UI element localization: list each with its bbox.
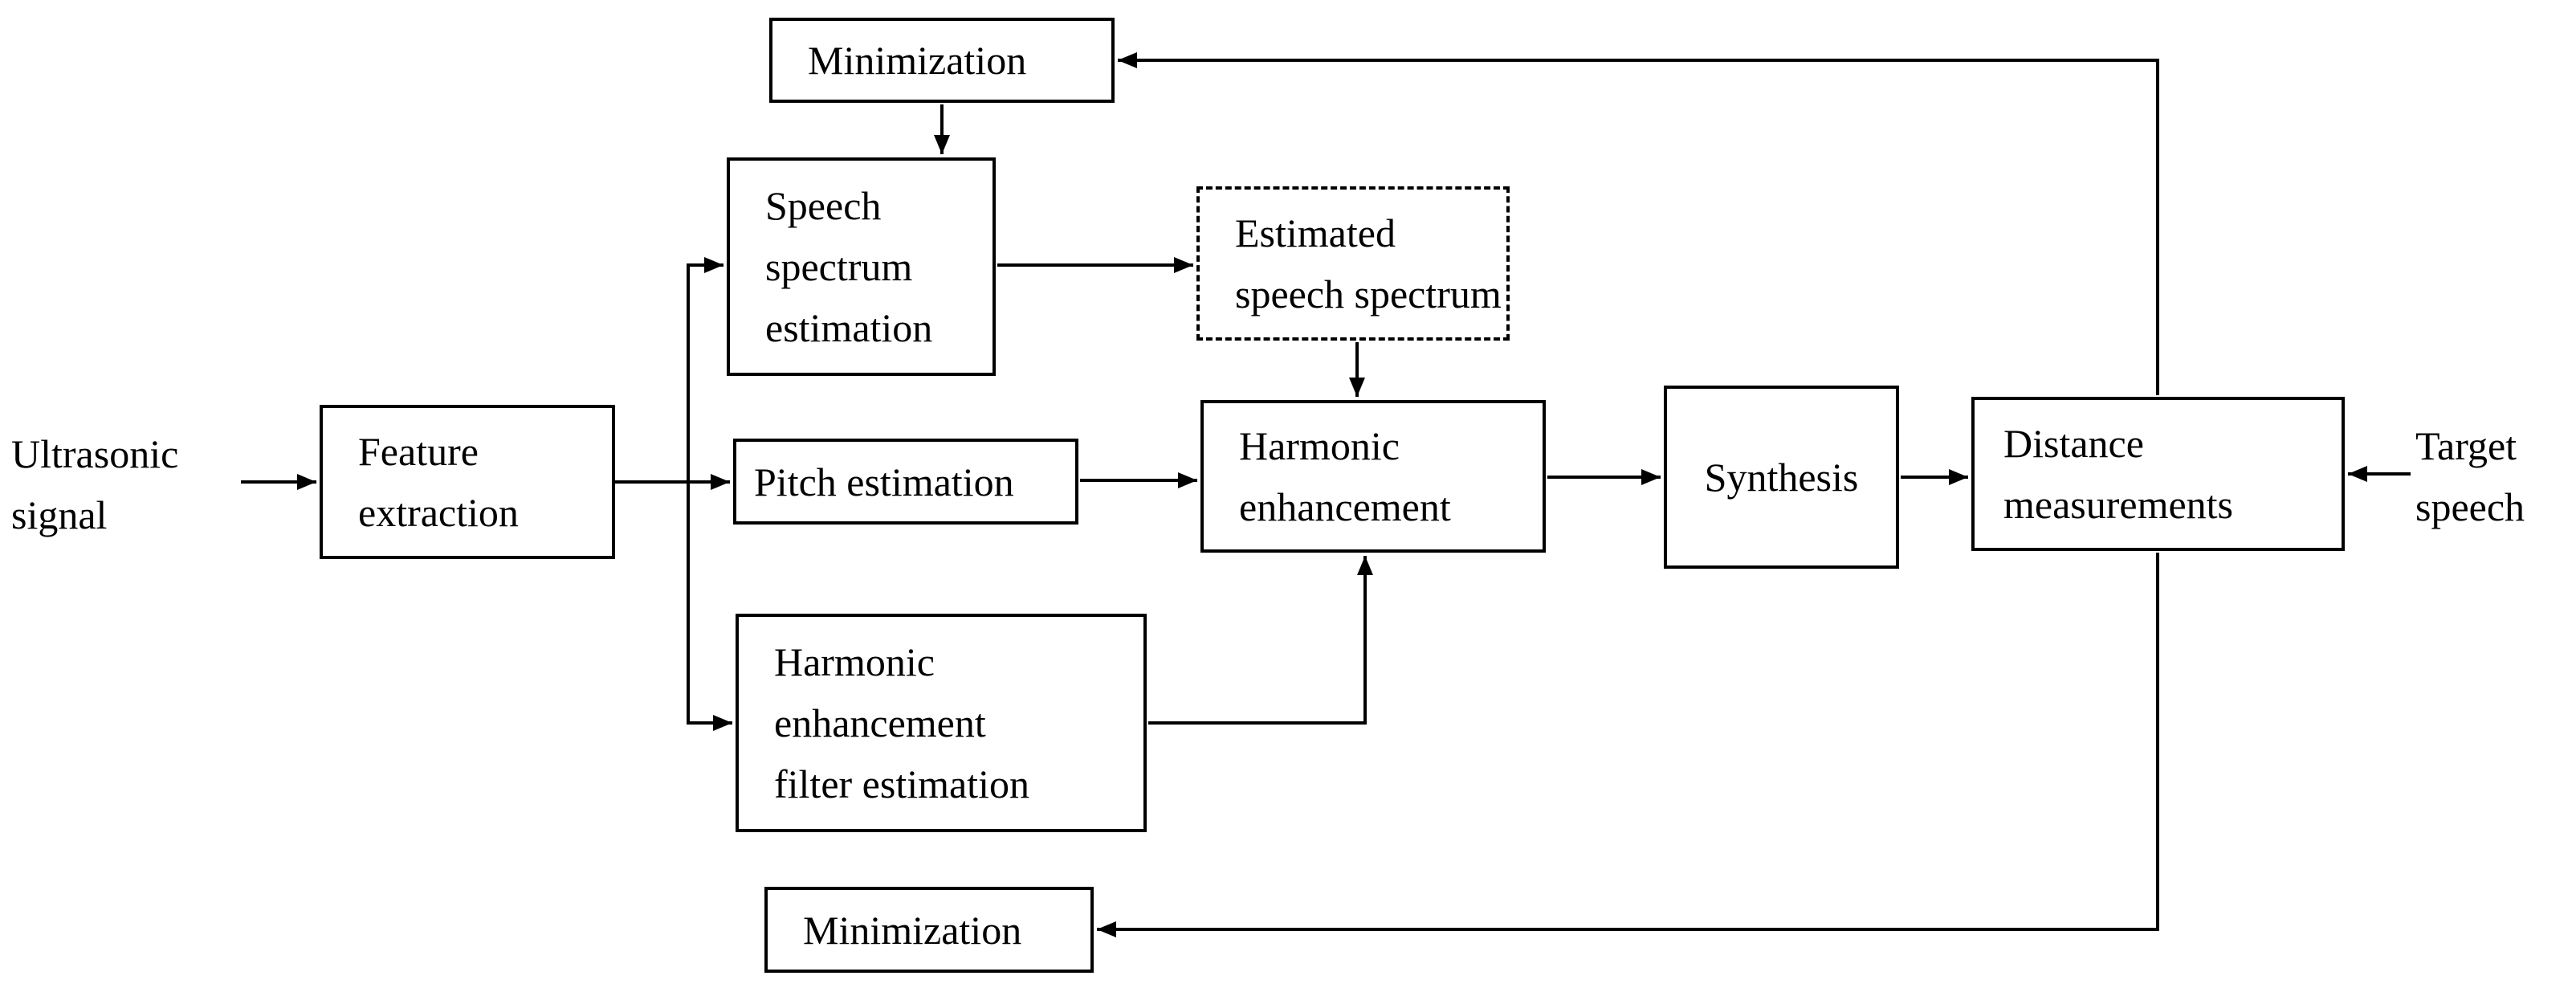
feedback-distance-to-minimization-bottom: [1097, 553, 2159, 937]
node-feature-extraction: Feature extraction: [320, 405, 615, 559]
node-feature-extraction-line2: extraction: [358, 490, 519, 535]
node-synthesis: Synthesis: [1664, 386, 1899, 569]
node-minimization-top: Minimization: [769, 18, 1115, 103]
label-target-speech-line1: Target: [2415, 423, 2517, 468]
node-minimization-top-label: Minimization: [808, 38, 1027, 83]
node-harmonic-enhancement-filter-estimation-line1: Harmonic: [774, 639, 935, 684]
node-estimated-speech-spectrum-line2: speech spectrum: [1235, 271, 1502, 316]
node-harmonic-enhancement-filter-estimation-line3: filter estimation: [774, 761, 1029, 806]
node-estimated-speech-spectrum: Estimated speech spectrum: [1196, 186, 1510, 341]
node-estimated-speech-spectrum-line1: Estimated: [1235, 210, 1396, 255]
node-harmonic-enhancement-filter-estimation: Harmonic enhancement filter estimation: [736, 614, 1147, 832]
node-speech-spectrum-estimation-line2: spectrum: [765, 244, 913, 289]
label-ultrasonic-signal: Ultrasonic signal: [11, 423, 178, 545]
node-harmonic-enhancement-line2: enhancement: [1239, 484, 1451, 529]
node-distance-measurements-line2: measurements: [2003, 482, 2234, 527]
node-speech-spectrum-estimation: Speech spectrum estimation: [727, 157, 996, 376]
node-harmonic-enhancement: Harmonic enhancement: [1200, 400, 1546, 553]
node-speech-spectrum-estimation-line1: Speech: [765, 183, 882, 228]
label-ultrasonic-signal-line1: Ultrasonic: [11, 431, 179, 476]
node-feature-extraction-line1: Feature: [358, 429, 479, 474]
label-target-speech-line2: speech: [2415, 484, 2525, 529]
arrow-filter-estimation-to-harmonic-enhancement: [1148, 556, 1373, 725]
node-synthesis-label: Synthesis: [1704, 455, 1859, 500]
feedback-distance-to-minimization-top: [1118, 52, 2159, 395]
node-harmonic-enhancement-line1: Harmonic: [1239, 423, 1400, 468]
node-speech-spectrum-estimation-line3: estimation: [765, 305, 933, 350]
node-minimization-bottom-label: Minimization: [803, 907, 1022, 953]
label-ultrasonic-signal-line2: signal: [11, 492, 108, 537]
node-distance-measurements-line1: Distance: [2003, 421, 2144, 466]
node-minimization-bottom: Minimization: [764, 887, 1094, 973]
node-pitch-estimation-label: Pitch estimation: [754, 459, 1014, 504]
node-pitch-estimation: Pitch estimation: [733, 439, 1078, 525]
label-target-speech: Target speech: [2415, 415, 2525, 537]
node-distance-measurements: Distance measurements: [1971, 397, 2345, 551]
node-harmonic-enhancement-filter-estimation-line2: enhancement: [774, 700, 986, 745]
